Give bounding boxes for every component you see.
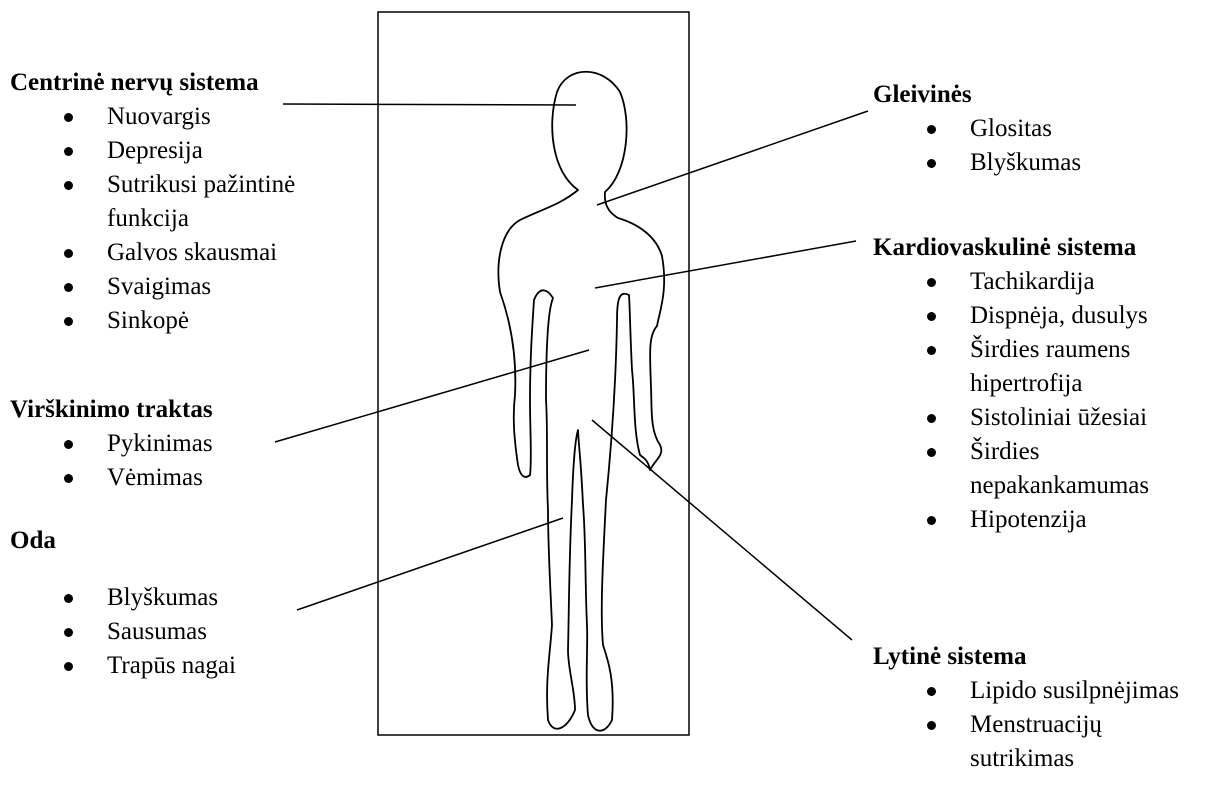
bullet-icon [64,662,73,671]
list-item-text: Trapūs nagai [107,652,236,679]
bullet-icon [927,687,936,696]
heading-digestive-tract: Virškinimo traktas [10,393,213,427]
list-item: Nuovargis [10,100,377,134]
figure-frame [378,12,689,735]
list-item-text: Blyškumas [107,584,218,611]
list-item-text: Sutrikusi pažintinė funkcija [107,171,295,232]
human-body-outline [498,72,664,731]
group-mucous-membranes: Gleivinės Glositas Blyškumas [873,78,1081,180]
list-item: Depresija [10,134,377,168]
list-item-text: Nuovargis [107,103,211,130]
group-cardiovascular-system: Kardiovaskulinė sistema Tachikardija Dis… [873,231,1207,537]
bullet-icon [64,317,73,326]
list-central-nervous-system: Nuovargis Depresija Sutrikusi pažintinė … [10,100,377,338]
list-item: Glositas [873,112,1081,146]
bullet-icon [64,283,73,292]
list-item-text: Svaigimas [107,273,211,300]
bullet-icon [64,474,73,483]
list-item: Tachikardija [873,265,1207,299]
list-item: Galvos skausmai [10,236,377,270]
group-digestive-tract: Virškinimo traktas Pykinimas Vėmimas [10,393,213,495]
bullet-icon [64,181,73,190]
bullet-icon [64,628,73,637]
bullet-icon [64,113,73,122]
list-item: Vėmimas [10,461,213,495]
list-item: Hipotenzija [873,503,1207,537]
list-item-text: Dispnėja, dusulys [970,302,1148,329]
bullet-icon [927,516,936,525]
bullet-icon [927,312,936,321]
bullet-icon [927,414,936,423]
list-item-text: Pykinimas [107,430,213,457]
heading-mucous-membranes: Gleivinės [873,78,1081,112]
list-item-text: Glositas [970,115,1052,142]
list-item: Trapūs nagai [10,649,236,683]
list-item: Širdies raumens hipertrofija [873,333,1207,401]
list-item: Menstruacijų sutrikimas [873,708,1190,776]
list-item: Sinkopė [10,304,377,338]
list-item: Sutrikusi pažintinė funkcija [10,168,377,236]
list-item: Svaigimas [10,270,377,304]
bullet-icon [927,278,936,287]
group-skin: Oda Blyškumas Sausumas Trapūs nagai [10,524,236,683]
list-item-text: Sausumas [107,618,207,645]
list-digestive-tract: Pykinimas Vėmimas [10,427,213,495]
list-cardiovascular-system: Tachikardija Dispnėja, dusulys Širdies r… [873,265,1207,537]
list-item: Lipido susilpnėjimas [873,674,1190,708]
leader-line-digestive [275,350,589,442]
list-reproductive-system: Lipido susilpnėjimas Menstruacijų sutrik… [873,674,1190,776]
list-item: Blyškumas [10,581,236,615]
list-item: Pykinimas [10,427,213,461]
list-item-text: Vėmimas [107,464,203,491]
list-skin: Blyškumas Sausumas Trapūs nagai [10,581,236,683]
bullet-icon [64,249,73,258]
heading-cardiovascular-system: Kardiovaskulinė sistema [873,231,1207,265]
bullet-icon [927,346,936,355]
group-central-nervous-system: Centrinė nervų sistema Nuovargis Depresi… [10,66,377,338]
bullet-icon [927,125,936,134]
list-item-text: Blyškumas [970,149,1081,176]
list-item-text: Hipotenzija [970,506,1087,533]
heading-skin: Oda [10,524,236,558]
list-item-text: Sistoliniai ūžesiai [970,404,1147,431]
list-item-text: Širdies nepakankamumas [970,438,1149,499]
bullet-icon [64,440,73,449]
leader-line-skin [297,518,563,610]
bullet-icon [64,594,73,603]
bullet-icon [927,159,936,168]
list-mucous-membranes: Glositas Blyškumas [873,112,1081,180]
list-item-text: Sinkopė [107,307,189,334]
bullet-icon [927,721,936,730]
leader-line-reproductive [592,420,852,640]
list-item-text: Menstruacijų sutrikimas [970,711,1102,772]
list-item: Širdies nepakankamumas [873,435,1207,503]
list-item: Dispnėja, dusulys [873,299,1207,333]
bullet-icon [64,147,73,156]
list-item: Blyškumas [873,146,1081,180]
leader-line-mucosa [597,111,868,205]
heading-reproductive-system: Lytinė sistema [873,640,1190,674]
group-reproductive-system: Lytinė sistema Lipido susilpnėjimas Mens… [873,640,1190,776]
list-item-text: Depresija [107,137,203,164]
list-item: Sausumas [10,615,236,649]
list-item-text: Širdies raumens hipertrofija [970,336,1130,397]
list-item: Sistoliniai ūžesiai [873,401,1207,435]
list-item-text: Galvos skausmai [107,239,277,266]
list-item-text: Tachikardija [970,268,1095,295]
heading-central-nervous-system: Centrinė nervų sistema [10,66,377,100]
leader-line-cardio [595,241,856,288]
bullet-icon [927,448,936,457]
list-item-text: Lipido susilpnėjimas [970,677,1179,704]
